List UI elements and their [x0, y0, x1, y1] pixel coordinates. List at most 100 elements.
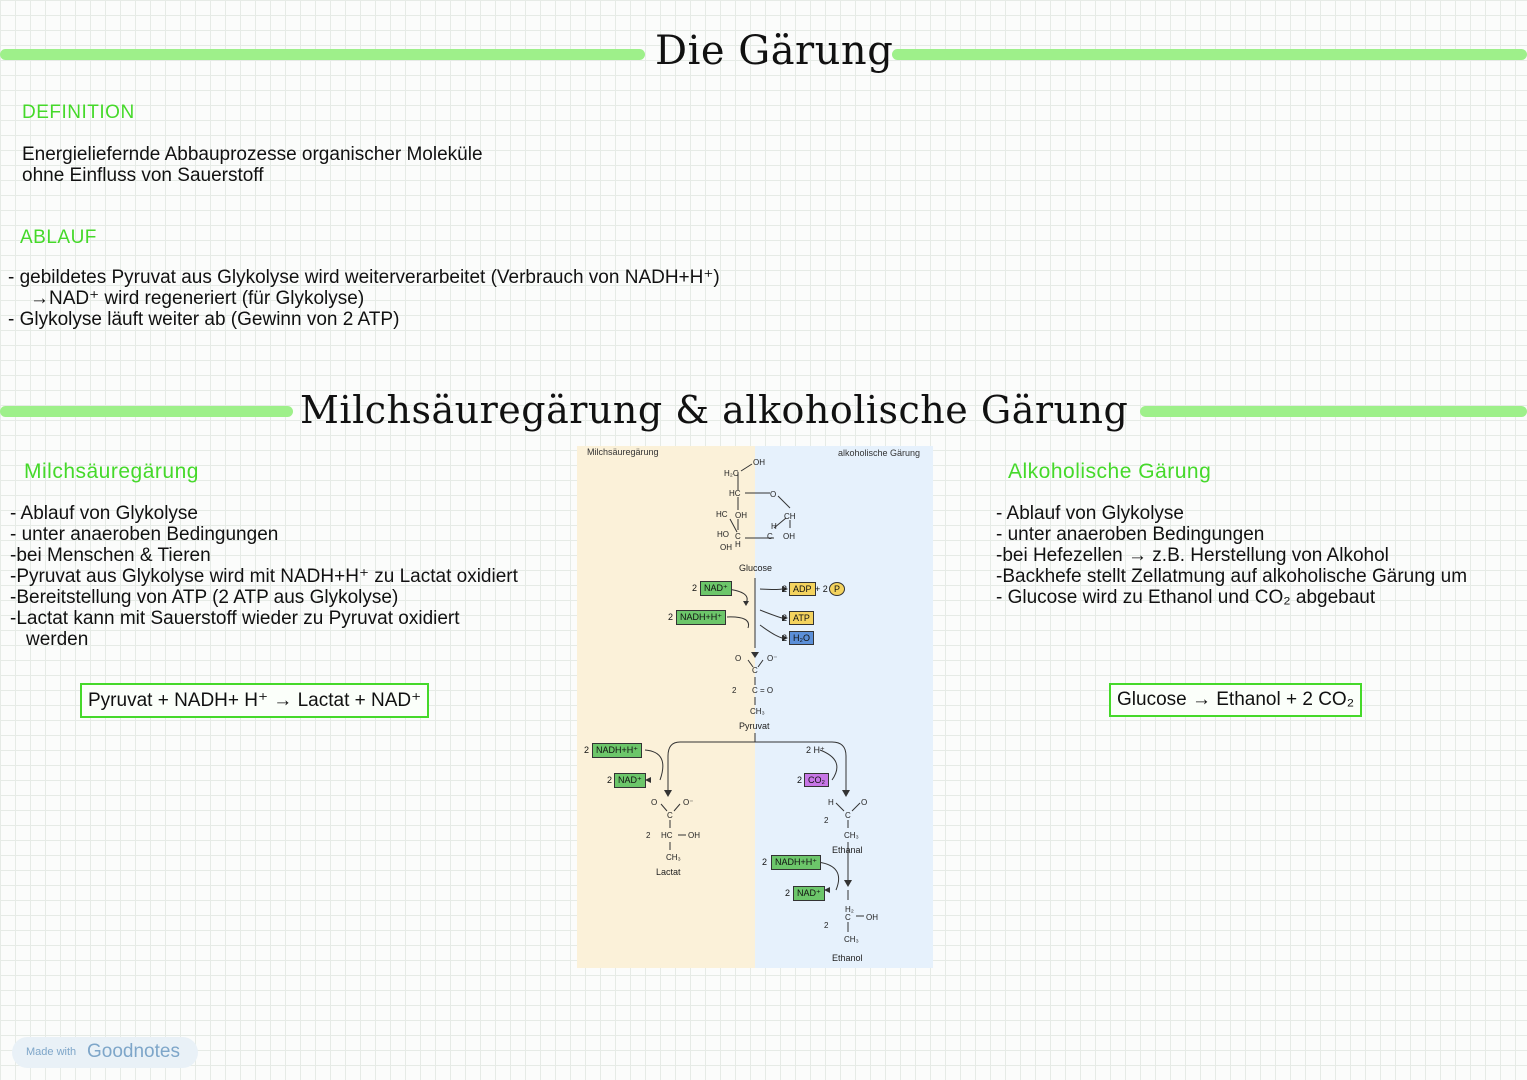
- svg-text:OH: OH: [720, 543, 732, 552]
- milch-text: - Ablauf von Glykolyse - unter anaeroben…: [10, 503, 518, 650]
- title-bar-left: [0, 49, 645, 60]
- alkohol-text: - Ablauf von Glykolyse - unter anaeroben…: [996, 503, 1467, 608]
- coef-co2: 2: [797, 775, 803, 785]
- alkohol-line: - unter anaeroben Bedingungen: [996, 524, 1265, 545]
- svg-text:2: 2: [824, 921, 829, 930]
- svg-text:H: H: [771, 522, 777, 531]
- svg-text:HC: HC: [661, 831, 673, 840]
- alkohol-line: -Backhefe stellt Zellatmung auf alkoholi…: [996, 566, 1468, 587]
- ablauf-text: - gebildetes Pyruvat aus Glykolyse wird …: [8, 267, 720, 330]
- alkohol-line: - Ablauf von Glykolyse: [996, 503, 1184, 524]
- coef-nad-1: 2: [692, 583, 698, 593]
- nad-tag-1: NAD⁺: [700, 581, 732, 596]
- goodnotes-badge[interactable]: Made with Goodnotes: [12, 1037, 198, 1068]
- svg-text:CH₃: CH₃: [750, 707, 765, 716]
- svg-text:CH: CH: [784, 512, 796, 521]
- plus-two: + 2: [815, 584, 828, 594]
- coef-nad-3: 2: [785, 888, 791, 898]
- svg-text:C: C: [752, 686, 758, 695]
- svg-text:H: H: [828, 798, 834, 807]
- ablauf-heading: ABLAUF: [20, 227, 97, 248]
- svg-text:O: O: [735, 654, 741, 663]
- section-bar-left: [0, 406, 293, 417]
- section-title: Milchsäuregärung & alkoholische Gärung: [300, 388, 1129, 432]
- milch-line: -Pyruvat aus Glykolyse wird mit NADH+H⁺ …: [10, 566, 518, 587]
- svg-text:OH: OH: [688, 831, 700, 840]
- diagram-left-panel: [577, 446, 755, 968]
- goodnotes-logo-text: Goodnotes: [87, 1041, 180, 1062]
- phosphate-tag: P: [829, 582, 846, 596]
- svg-text:C: C: [667, 811, 673, 820]
- milch-line: -Bereitstellung von ATP (2 ATP aus Glyko…: [10, 587, 399, 608]
- svg-text:OH: OH: [866, 913, 878, 922]
- lactat-label: Lactat: [656, 867, 681, 877]
- coef-nadh-3: 2: [762, 857, 768, 867]
- section-bar-right: [1140, 406, 1527, 417]
- milch-equation: Pyruvat + NADH+ H⁺ → Lactat + NAD⁺: [80, 683, 430, 718]
- svg-text:C: C: [752, 666, 758, 675]
- title-bar-right: [892, 49, 1527, 60]
- svg-text:C: C: [735, 532, 741, 541]
- svg-text:O⁻: O⁻: [767, 654, 777, 663]
- diagram-right-label: alkoholische Gärung: [838, 448, 921, 458]
- svg-text:H₂C: H₂C: [724, 469, 739, 478]
- milch-line: werden: [26, 629, 89, 650]
- milch-line: - unter anaeroben Bedingungen: [10, 524, 279, 545]
- svg-text:2: 2: [824, 816, 829, 825]
- svg-text:C: C: [845, 811, 851, 820]
- coef-nad-2: 2: [607, 775, 613, 785]
- svg-text:CH₃: CH₃: [844, 831, 859, 840]
- definition-line: Energieliefernde Abbauprozesse organisch…: [22, 144, 483, 165]
- coef-h2o: 2: [782, 633, 788, 643]
- svg-text:2: 2: [732, 686, 737, 695]
- svg-text:C: C: [845, 913, 851, 922]
- ethanol-label: Ethanol: [832, 953, 863, 963]
- ablauf-line: - Glykolyse läuft weiter ab (Gewinn von …: [8, 309, 400, 330]
- h2o-tag: H₂O: [789, 631, 814, 645]
- coef-nadh-1: 2: [668, 612, 674, 622]
- svg-text:O: O: [861, 798, 867, 807]
- nadh-tag-2: NADH+H⁺: [592, 743, 643, 758]
- svg-text:OH: OH: [783, 532, 795, 541]
- h-plus-label: 2 H⁺: [806, 745, 825, 755]
- svg-text:O⁻: O⁻: [683, 798, 693, 807]
- nad-tag-2: NAD⁺: [614, 773, 646, 788]
- ethanal-label: Ethanal: [832, 845, 863, 855]
- svg-text:2: 2: [646, 831, 651, 840]
- page-title: Die Gärung: [655, 28, 894, 74]
- svg-text:H₂: H₂: [845, 905, 854, 914]
- diagram-left-label: Milchsäuregärung: [587, 447, 659, 457]
- alkohol-line: - Glucose wird zu Ethanol und CO₂ abgeba…: [996, 587, 1376, 608]
- co2-tag: CO₂: [804, 773, 829, 787]
- svg-text:CH₃: CH₃: [666, 853, 681, 862]
- milch-line: - Ablauf von Glykolyse: [10, 503, 198, 524]
- coef-adp: 2: [782, 584, 788, 594]
- alkohol-heading: Alkoholische Gärung: [1008, 460, 1212, 483]
- svg-text:HC: HC: [729, 489, 741, 498]
- svg-text:H: H: [735, 540, 741, 549]
- svg-text:O: O: [651, 798, 657, 807]
- definition-text: Energieliefernde Abbauprozesse organisch…: [22, 144, 483, 186]
- coef-nadh-2: 2: [584, 745, 590, 755]
- pyruvat-label: Pyruvat: [739, 721, 770, 731]
- glucose-label: Glucose: [739, 563, 773, 573]
- svg-text:C: C: [767, 532, 773, 541]
- definition-heading: DEFINITION: [22, 102, 135, 123]
- milch-heading: Milchsäuregärung: [24, 460, 199, 483]
- alkohol-equation: Glucose → Ethanol + 2 CO₂: [1109, 683, 1363, 717]
- svg-text:OH: OH: [735, 511, 747, 520]
- svg-text:= O: = O: [760, 686, 773, 695]
- svg-text:OH: OH: [753, 458, 765, 467]
- made-with-text: Made with: [26, 1046, 77, 1058]
- ablauf-line: →NAD⁺ wird regeneriert (für Glykolyse): [30, 288, 365, 309]
- svg-text:HC: HC: [716, 510, 728, 519]
- diagram-right-panel: [755, 446, 933, 968]
- alkohol-line: -bei Hefezellen → z.B. Herstellung von A…: [996, 545, 1389, 566]
- milch-line: -bei Menschen & Tieren: [10, 545, 211, 566]
- atp-tag: ATP: [789, 611, 814, 625]
- milch-line: -Lactat kann mit Sauerstoff wieder zu Py…: [10, 608, 460, 629]
- nad-tag-3: NAD⁺: [793, 886, 825, 901]
- definition-line: ohne Einfluss von Sauerstoff: [22, 165, 264, 186]
- adp-tag: ADP: [789, 582, 816, 596]
